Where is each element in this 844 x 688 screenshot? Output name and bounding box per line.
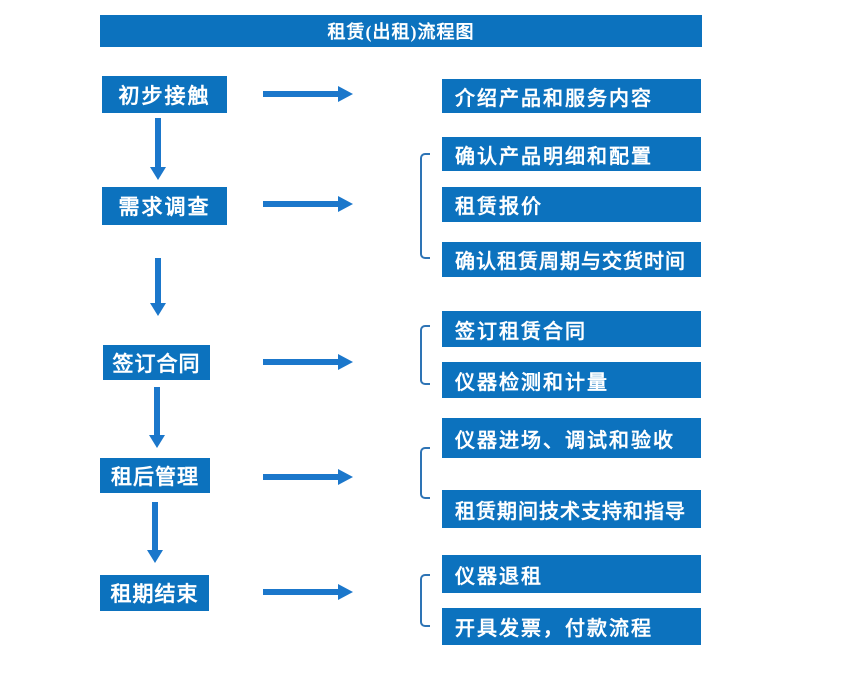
arrow-head <box>147 550 163 563</box>
detail-label: 确认租赁周期与交货时间 <box>455 251 686 273</box>
bracket-demand-survey-group <box>420 153 430 259</box>
arrow-head <box>338 469 353 485</box>
arrow-shaft <box>154 387 160 436</box>
step-label: 租后管理 <box>111 464 199 489</box>
arrow-shaft <box>263 589 339 595</box>
detail-box-rental-quote: 租赁报价 <box>442 187 701 222</box>
arrow-head <box>338 86 353 102</box>
detail-label: 仪器退租 <box>455 565 543 588</box>
detail-box-sign-rental-contract: 签订租赁合同 <box>442 311 701 347</box>
detail-label: 租赁报价 <box>455 196 543 218</box>
step-label: 签订合同 <box>112 351 201 376</box>
flowchart-title-bar: 租赁(出租)流程图 <box>100 15 702 47</box>
detail-label: 仪器检测和计量 <box>455 371 609 394</box>
right-arrow-1 <box>263 86 353 102</box>
flowchart-title: 租赁(出租)流程图 <box>327 22 475 42</box>
detail-box-introduce-products: 介绍产品和服务内容 <box>442 79 701 113</box>
detail-box-instrument-testing: 仪器检测和计量 <box>442 362 701 398</box>
arrow-shaft <box>263 201 339 207</box>
step-label: 初步接触 <box>118 83 211 108</box>
right-arrow-3 <box>263 354 353 370</box>
arrow-shaft <box>263 359 339 365</box>
arrow-shaft <box>152 502 158 551</box>
step-box-initial-contact: 初步接触 <box>102 76 227 113</box>
down-arrow-3 <box>149 387 165 448</box>
step-box-post-rental-management: 租后管理 <box>100 458 210 493</box>
step-label: 需求调查 <box>118 195 211 219</box>
detail-label: 介绍产品和服务内容 <box>455 87 653 110</box>
arrow-head <box>338 196 353 212</box>
down-arrow-1 <box>150 118 166 180</box>
arrow-shaft <box>155 258 161 304</box>
detail-label: 租赁期间技术支持和指导 <box>455 500 686 523</box>
detail-box-confirm-rental-period: 确认租赁周期与交货时间 <box>442 242 701 277</box>
arrow-head <box>338 354 353 370</box>
arrow-head <box>149 435 165 448</box>
arrow-shaft <box>263 91 339 97</box>
step-box-sign-contract: 签订合同 <box>103 345 210 380</box>
detail-label: 确认产品明细和配置 <box>455 145 653 168</box>
detail-box-technical-support: 租赁期间技术支持和指导 <box>442 490 701 528</box>
arrow-shaft <box>263 474 339 480</box>
step-box-rental-end: 租期结束 <box>100 575 209 611</box>
detail-label: 签订租赁合同 <box>455 320 587 343</box>
bracket-rental-end-group <box>420 574 430 627</box>
step-label: 租期结束 <box>110 582 199 606</box>
arrow-head <box>338 584 353 600</box>
down-arrow-4 <box>147 502 163 563</box>
right-arrow-4 <box>263 469 353 485</box>
arrow-head <box>150 167 166 180</box>
detail-label: 开具发票，付款流程 <box>455 618 653 640</box>
right-arrow-5 <box>263 584 353 600</box>
detail-box-invoice-payment: 开具发票，付款流程 <box>442 608 701 645</box>
down-arrow-2 <box>150 258 166 316</box>
detail-box-instrument-return: 仪器退租 <box>442 555 701 593</box>
bracket-post-rental-group <box>420 447 430 499</box>
bracket-sign-contract-group <box>420 325 430 385</box>
right-arrow-2 <box>263 196 353 212</box>
step-box-demand-survey: 需求调查 <box>102 187 227 225</box>
detail-box-instrument-setup-acceptance: 仪器进场、调试和验收 <box>442 418 701 458</box>
detail-box-confirm-product-config: 确认产品明细和配置 <box>442 137 701 171</box>
detail-label: 仪器进场、调试和验收 <box>455 429 675 452</box>
arrow-shaft <box>155 118 161 168</box>
arrow-head <box>150 303 166 316</box>
